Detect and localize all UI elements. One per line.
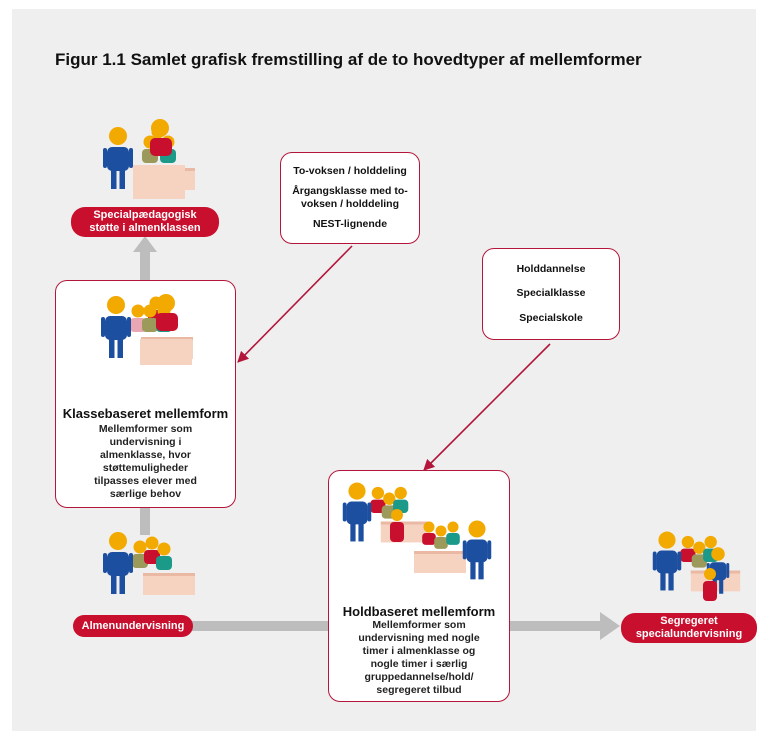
adult-figure — [103, 127, 133, 189]
desk-edge — [143, 573, 195, 576]
people-group-segregeret — [652, 531, 741, 601]
klasse-illustration — [101, 294, 193, 365]
pointer-arrows — [237, 245, 551, 471]
teacher-body — [150, 138, 172, 156]
infobox-klasse-types: To-voksen / holddeling Årgangsklasse med… — [280, 152, 420, 244]
infobox-item: To-voksen / holddeling — [293, 164, 407, 177]
child-figure — [130, 304, 146, 332]
child-body — [390, 522, 404, 542]
adult-figure — [652, 531, 682, 591]
child-figure — [422, 521, 436, 545]
desk-edge — [414, 551, 466, 554]
adult-figure — [462, 520, 492, 580]
card-title: Holdbaseret mellemform — [342, 604, 496, 619]
child-figure — [393, 486, 409, 513]
child-figure — [446, 521, 460, 545]
teacher-body — [156, 313, 178, 331]
teacher-head — [151, 119, 169, 137]
infobox-item: Specialskole — [519, 312, 583, 325]
desk-shape — [133, 165, 185, 199]
desk-edge — [141, 337, 193, 340]
infobox-item: Specialklasse — [516, 287, 586, 300]
figure-title: Figur 1.1 Samlet grafisk fremstilling af… — [55, 50, 642, 69]
adult-figure — [103, 532, 133, 594]
teacher-head — [157, 294, 175, 312]
child-figure — [156, 542, 172, 570]
flow-arrows — [133, 236, 620, 640]
card-title: Klassebaseret mellemform — [62, 406, 229, 421]
label-almenundervisning: Almenundervisning — [73, 615, 193, 637]
infobox-item: Årgangsklasse med to-voksen / holddeling — [292, 184, 408, 210]
infobox-item: NEST-lignende — [312, 218, 388, 231]
hold-illustration — [342, 482, 492, 580]
desk-shape — [140, 339, 192, 365]
child-head — [391, 509, 403, 521]
desk-shape — [143, 573, 195, 595]
card-klassebaseret: Klassebaseret mellemform Mellemformer so… — [55, 280, 236, 508]
child-figure — [142, 304, 158, 332]
infobox-item: Holddannelse — [516, 262, 586, 275]
adult-figure — [342, 482, 372, 542]
people-group-specialpaedagogisk — [103, 119, 195, 199]
child-figure — [434, 525, 448, 549]
adult-figure — [101, 296, 131, 358]
desk-shape — [414, 551, 466, 573]
child-body — [703, 581, 717, 601]
child-head — [704, 568, 716, 580]
desk-edge — [380, 521, 431, 525]
child-figure — [370, 486, 386, 513]
people-group-almenundervisning — [103, 532, 195, 595]
infobox-hold-types: Holddannelse Specialklasse Specialskole — [482, 248, 620, 340]
